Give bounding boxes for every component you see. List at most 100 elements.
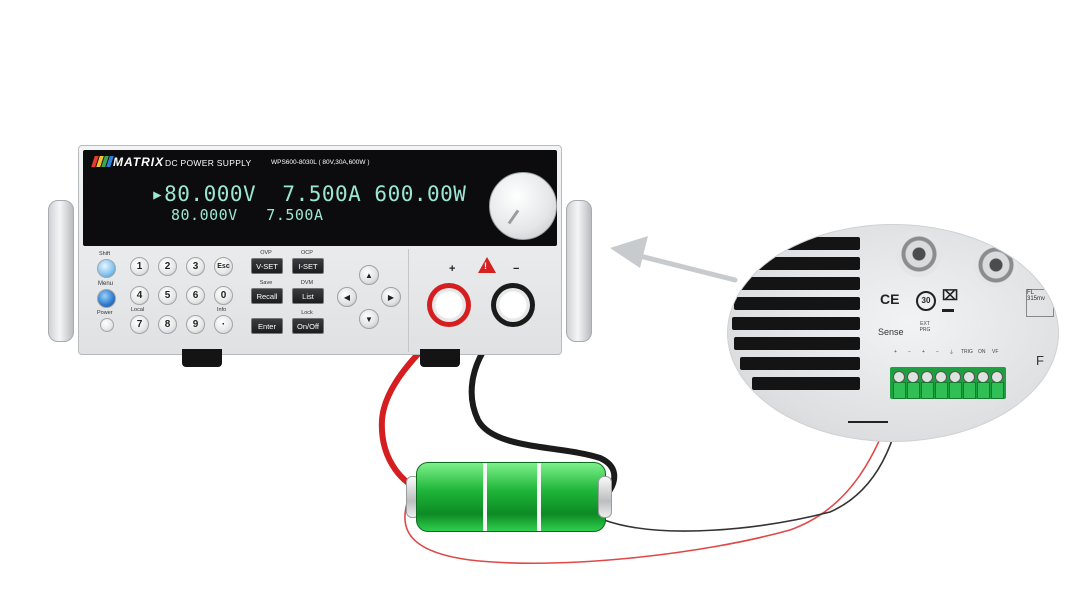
- bnc-connector[interactable]: [974, 243, 1018, 287]
- pin-label: +: [894, 349, 897, 355]
- readout-measured: ▸80.000V 7.500A 600.00W: [151, 182, 467, 206]
- front-panel: MATRIX DC POWER SUPPLY WPS600-8030L ( 80…: [78, 145, 562, 355]
- positive-lead-wire: [378, 329, 443, 493]
- bin-underline: [942, 309, 954, 312]
- matrix-logo-icon: [91, 156, 114, 167]
- vent-slot: [768, 237, 860, 250]
- power-button[interactable]: [100, 318, 114, 332]
- vent-slot: [734, 297, 860, 310]
- negative-terminal[interactable]: [491, 283, 535, 327]
- warning-triangle-icon: [478, 257, 496, 273]
- arrow-up-icon[interactable]: ▲: [359, 265, 379, 285]
- digit-4-button[interactable]: 4: [130, 286, 149, 305]
- decimal-point-button[interactable]: ·: [214, 315, 233, 334]
- pin-label: −: [908, 349, 911, 355]
- rear-side-letter: F: [1036, 353, 1044, 368]
- left-foot: [182, 349, 222, 367]
- right-foot: [420, 349, 460, 367]
- terminal-cell: [935, 382, 948, 399]
- digit-5-button[interactable]: 5: [158, 286, 177, 305]
- i-set-button[interactable]: I-SET: [292, 258, 324, 274]
- pin-label: +: [922, 349, 925, 355]
- battery-cell-divider: [537, 463, 541, 531]
- crossed-bin-icon: ⌧: [942, 287, 959, 303]
- pin-label: ⏚: [949, 350, 955, 356]
- callout-arrow-icon: [610, 236, 738, 283]
- terminal-plus-label: +: [449, 263, 456, 275]
- local-label: Local: [131, 307, 145, 313]
- vent-slot: [734, 337, 860, 350]
- arrow-down-icon[interactable]: ▼: [359, 309, 379, 329]
- arrow-left-icon[interactable]: ◀: [337, 287, 357, 307]
- shift-label: Shift: [99, 251, 111, 257]
- vent-slot: [740, 277, 860, 290]
- menu-button[interactable]: [97, 289, 116, 308]
- recall-button[interactable]: Recall: [251, 288, 283, 304]
- ext-prg-label: EXT PRG: [919, 321, 931, 333]
- vent-slot: [752, 377, 860, 390]
- digit-0-button[interactable]: 0: [214, 286, 233, 305]
- ovp-label: OVP: [260, 250, 272, 256]
- battery: [416, 462, 606, 532]
- digit-3-button[interactable]: 3: [186, 257, 205, 276]
- on-off-button[interactable]: On/Off: [292, 318, 324, 334]
- digit-1-button[interactable]: 1: [130, 257, 149, 276]
- v-set-button[interactable]: V-SET: [251, 258, 283, 274]
- power-supply: MATRIX DC POWER SUPPLY WPS600-8030L ( 80…: [48, 145, 592, 367]
- arrow-right-icon[interactable]: ▶: [381, 287, 401, 307]
- terminal-cell: [921, 382, 934, 399]
- menu-label: Menu: [98, 281, 114, 287]
- readout-setpoint: 80.000V 7.500A: [171, 206, 324, 224]
- digit-9-button[interactable]: 9: [186, 315, 205, 334]
- pin-label: ON: [978, 349, 986, 355]
- digit-8-button[interactable]: 8: [158, 315, 177, 334]
- pin-label: VF: [992, 349, 999, 355]
- battery-negative-cap: [598, 476, 612, 518]
- save-label: Save: [259, 280, 273, 286]
- sense-terminal-block[interactable]: [890, 367, 1006, 399]
- dvm-label: DVM: [300, 280, 314, 286]
- esc-button[interactable]: Esc: [214, 257, 233, 276]
- left-handle: [48, 200, 74, 342]
- vent-slot: [732, 317, 860, 330]
- arrow-pad: ▲ ◀ ▶ ▼: [337, 265, 401, 329]
- sense-label: Sense: [878, 327, 904, 337]
- ocp-label: OCP: [301, 250, 313, 256]
- power-label: Power: [97, 310, 113, 316]
- terminal-cell: [991, 382, 1004, 399]
- info-label: Info: [217, 307, 227, 313]
- output-terminals: + ! −: [411, 249, 557, 353]
- positive-terminal[interactable]: [427, 283, 471, 327]
- terminal-cell: [907, 382, 920, 399]
- panel-edge-line: [848, 421, 888, 423]
- warning-mark: !: [484, 261, 487, 271]
- terminal-cell: [949, 382, 962, 399]
- terminal-cell: [893, 382, 906, 399]
- digit-7-button[interactable]: 7: [130, 315, 149, 334]
- negative-lead-wire: [468, 327, 618, 493]
- rating-30-icon: 30: [916, 291, 936, 311]
- ce-mark-icon: CE: [880, 291, 900, 307]
- fuse-label: FL 315mv: [1026, 289, 1054, 317]
- lcd-display: MATRIX DC POWER SUPPLY WPS600-8030L ( 80…: [83, 150, 557, 246]
- device-title: DC POWER SUPPLY: [165, 158, 252, 168]
- rotary-knob[interactable]: [489, 172, 557, 240]
- enter-button[interactable]: Enter: [251, 318, 283, 334]
- pin-label: TRIG: [961, 349, 973, 355]
- pin-label: −: [936, 349, 939, 355]
- vent-slot: [740, 357, 860, 370]
- sense-positive-wire: [404, 389, 901, 564]
- battery-cell-divider: [483, 463, 487, 531]
- panel-divider: [408, 249, 409, 352]
- rear-panel-zoom: CE 30 ⌧ FL 315mv Sense EXT PRG + − + − ⏚…: [727, 224, 1059, 442]
- digit-2-button[interactable]: 2: [158, 257, 177, 276]
- lock-label: Lock: [301, 310, 313, 316]
- brand-name: MATRIX: [113, 155, 165, 169]
- terminal-cell: [963, 382, 976, 399]
- shift-button[interactable]: [97, 259, 116, 278]
- list-button[interactable]: List: [292, 288, 324, 304]
- digit-6-button[interactable]: 6: [186, 286, 205, 305]
- bnc-connector[interactable]: [896, 231, 942, 277]
- terminal-minus-label: −: [513, 263, 520, 275]
